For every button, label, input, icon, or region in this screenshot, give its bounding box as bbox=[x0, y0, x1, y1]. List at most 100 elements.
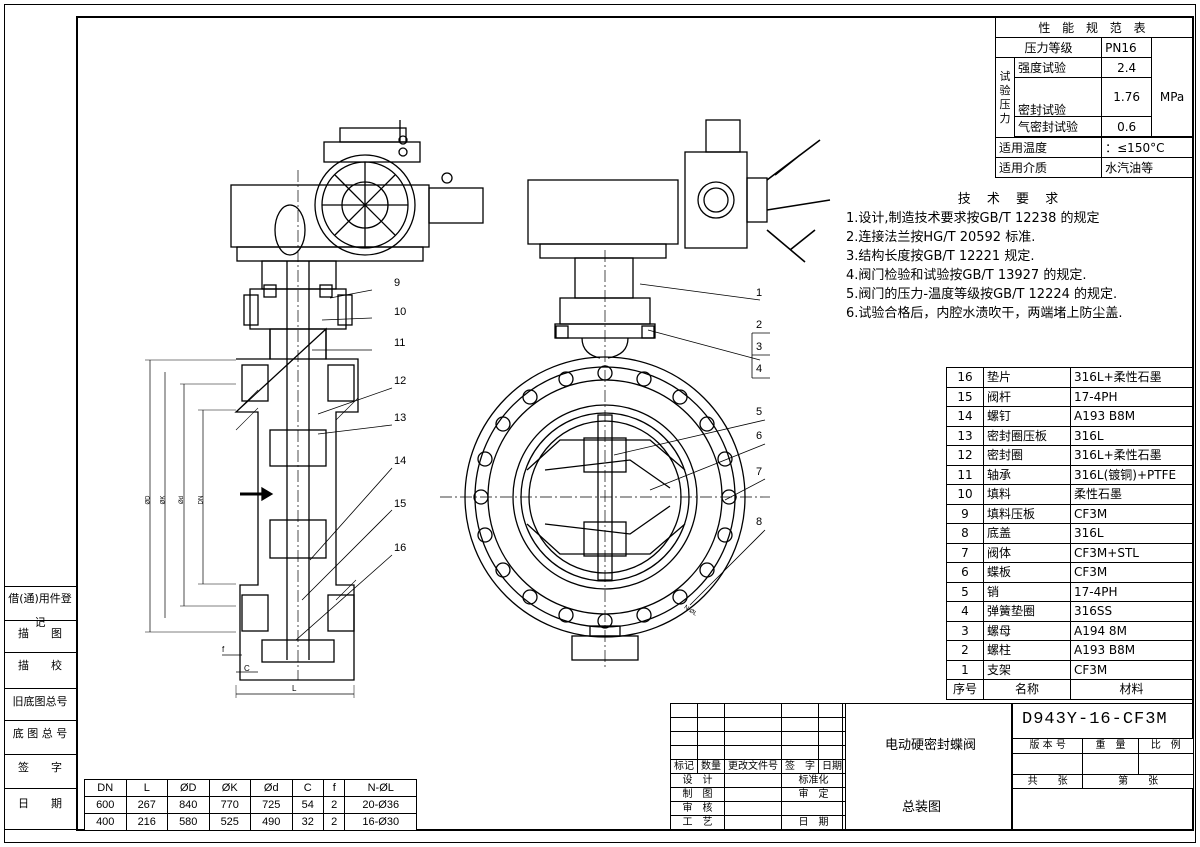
bom-no: 9 bbox=[946, 503, 984, 524]
revision-header: 更改文件号 bbox=[724, 759, 782, 774]
bolt-holes bbox=[473, 365, 737, 629]
bom-material: 316SS bbox=[1070, 601, 1193, 622]
perf-title: 性 能 规 范 表 bbox=[995, 17, 1193, 38]
strength-value: 2.4 bbox=[1101, 57, 1153, 78]
bom-material: 17-4PH bbox=[1070, 581, 1193, 602]
version-label: 版 本 号 bbox=[1011, 738, 1084, 754]
bom-name: 底盖 bbox=[983, 523, 1071, 544]
bom-no: 2 bbox=[946, 640, 984, 661]
drawing-border-outer bbox=[4, 4, 1196, 843]
bom-name: 蝶板 bbox=[983, 562, 1071, 583]
temp-value: ：≤150°C bbox=[1101, 137, 1193, 158]
bom-no: 12 bbox=[946, 445, 984, 466]
test-pressure-label: 试验压力 bbox=[995, 57, 1015, 138]
bom-material: CF3M+STL bbox=[1070, 542, 1193, 563]
sign-date: 日 期 bbox=[781, 815, 846, 830]
product-name: 电动硬密封蝶阀 bbox=[885, 738, 977, 753]
callout-5: 5 bbox=[756, 406, 763, 418]
dim-cell: 725 bbox=[250, 796, 293, 814]
callout-10: 10 bbox=[394, 306, 407, 318]
dim-cell: 216 bbox=[125, 813, 168, 831]
dim-cell: 400 bbox=[84, 813, 127, 831]
sheet-number-label: 第 张 bbox=[1082, 774, 1194, 789]
dim-label-DN: DN bbox=[198, 495, 205, 505]
bom-material: 316L(镀铜)+PTFE bbox=[1070, 464, 1193, 485]
side-label: 描 图 bbox=[4, 620, 76, 646]
callout-8: 8 bbox=[756, 516, 763, 528]
dim-cell: 580 bbox=[167, 813, 210, 831]
dim-label-C: C bbox=[244, 664, 250, 673]
requirement-item: 6.试验合格后，内腔水渍吹干，两端堵上防尘盖. bbox=[846, 306, 1123, 321]
dim-header: f bbox=[322, 779, 346, 797]
bom-material: CF3M bbox=[1070, 503, 1193, 524]
bom-no: 4 bbox=[946, 601, 984, 622]
requirement-item: 3.结构长度按GB/T 12221 规定. bbox=[846, 249, 1035, 264]
bom-no: 16 bbox=[946, 367, 984, 388]
dim-label-D: ØD bbox=[145, 495, 152, 505]
air-seal-value: 0.6 bbox=[1101, 116, 1153, 137]
side-section-view bbox=[145, 120, 484, 698]
dim-label-L: L bbox=[292, 684, 297, 693]
dim-label-K: ØK bbox=[160, 495, 167, 505]
bom-material: 316L bbox=[1070, 425, 1193, 446]
bom-no: 5 bbox=[946, 581, 984, 602]
bom-name: 阀体 bbox=[983, 542, 1071, 563]
dim-cell: 525 bbox=[208, 813, 251, 831]
bom-name: 密封圈压板 bbox=[983, 425, 1071, 446]
bom-name: 阀杆 bbox=[983, 386, 1071, 407]
bom-no: 14 bbox=[946, 406, 984, 427]
dim-label-d: Ød bbox=[179, 495, 186, 505]
dim-cell: 16-Ø30 bbox=[344, 813, 417, 831]
sign-standard: 标准化 bbox=[781, 773, 846, 788]
pressure-unit: MPa bbox=[1151, 57, 1193, 137]
medium-value: 水汽油等 bbox=[1101, 157, 1193, 178]
requirements-title: 技 术 要 求 bbox=[957, 192, 1065, 207]
callout-2: 2 bbox=[756, 319, 763, 331]
bom-material: CF3M bbox=[1070, 659, 1193, 680]
bom-name: 螺钉 bbox=[983, 406, 1071, 427]
total-sheets-label: 共 张 bbox=[1011, 774, 1084, 789]
drawing-name: 总装图 bbox=[902, 800, 942, 815]
bom-header-no: 序号 bbox=[946, 679, 984, 700]
dim-header: L bbox=[125, 779, 168, 797]
dim-header: ØD bbox=[167, 779, 210, 797]
drawing-frame bbox=[76, 16, 1194, 831]
sign-draw: 制 图 bbox=[670, 787, 725, 802]
bom-name: 螺母 bbox=[983, 620, 1071, 641]
bom-material: CF3M bbox=[1070, 562, 1193, 583]
dim-cell: 840 bbox=[167, 796, 210, 814]
dim-cell: 770 bbox=[208, 796, 251, 814]
revision-header: 签 字 bbox=[781, 759, 819, 774]
callout-6: 6 bbox=[756, 430, 763, 442]
bom-name: 轴承 bbox=[983, 464, 1071, 485]
bom-name: 密封圈 bbox=[983, 445, 1071, 466]
pressure-value: PN16 bbox=[1101, 37, 1153, 58]
bom-material: 316L bbox=[1070, 523, 1193, 544]
requirement-item: 5.阀门的压力-温度等级按GB/T 12224 的规定. bbox=[846, 287, 1118, 302]
bom-name: 螺柱 bbox=[983, 640, 1071, 661]
sign-design: 设 计 bbox=[670, 773, 725, 788]
dim-header: Ød bbox=[250, 779, 293, 797]
bom-material: A193 B8M bbox=[1070, 640, 1193, 661]
side-label: 日 期 bbox=[4, 788, 76, 830]
bom-no: 3 bbox=[946, 620, 984, 641]
bom-material: A193 B8M bbox=[1070, 406, 1193, 427]
dim-header: N-ØL bbox=[344, 779, 417, 797]
dim-header: ØK bbox=[208, 779, 251, 797]
dim-cell: 267 bbox=[125, 796, 168, 814]
dim-cell: 600 bbox=[84, 796, 127, 814]
bom-no: 13 bbox=[946, 425, 984, 446]
side-label: 底 图 总 号 bbox=[4, 720, 76, 746]
dim-cell: 20-Ø36 bbox=[344, 796, 417, 814]
